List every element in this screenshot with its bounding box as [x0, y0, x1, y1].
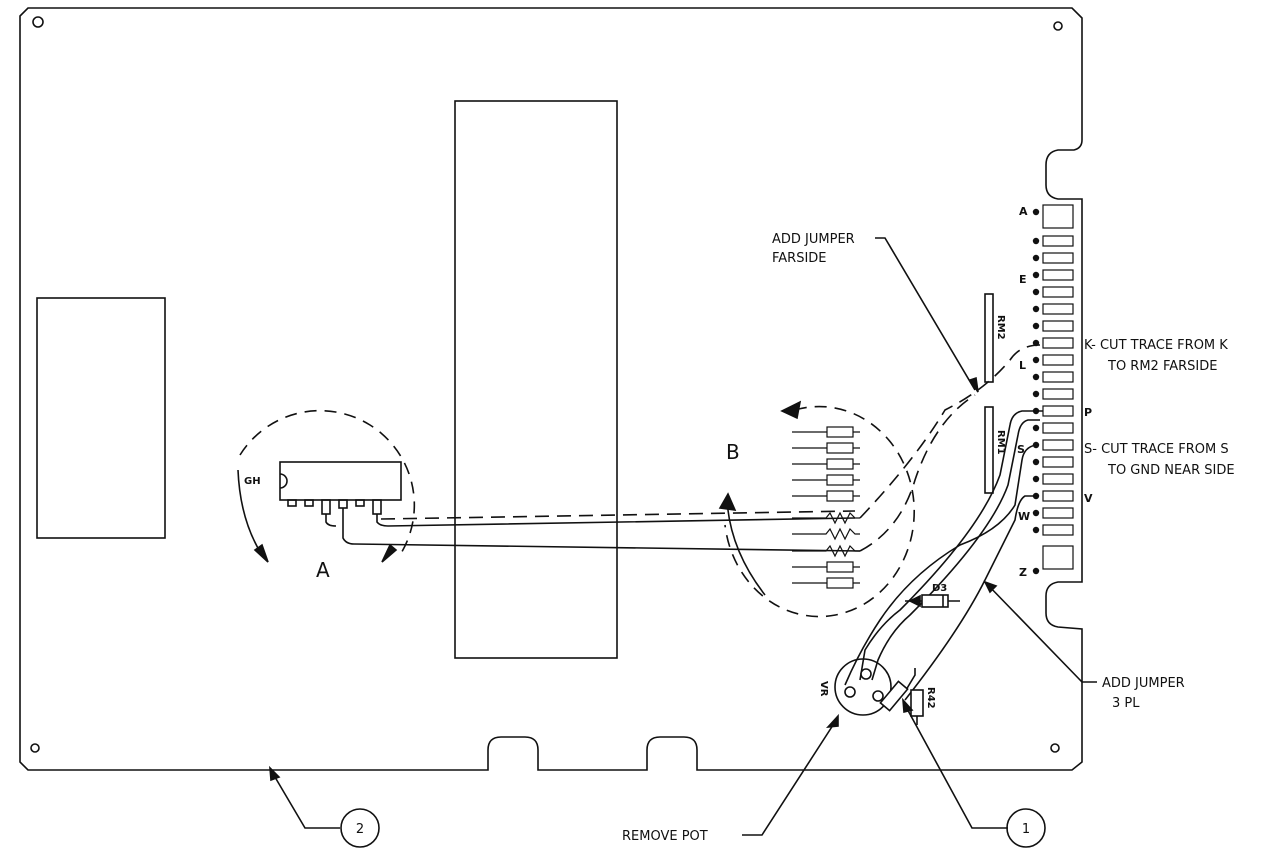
trace-p-inner — [871, 419, 1040, 681]
edge-connector-dots — [1032, 208, 1040, 575]
pin-label-v: V — [1084, 492, 1093, 505]
vr-pot-pin-3 — [872, 690, 884, 702]
wire-lower — [342, 508, 861, 552]
label-rm2: RM2 — [995, 315, 1006, 340]
label-rm1: RM1 — [995, 430, 1006, 455]
ic-gh-body — [279, 461, 402, 501]
leader-add-jumper-farside — [875, 237, 976, 391]
edge-connector — [1042, 204, 1074, 570]
d3-body — [921, 594, 949, 608]
balloon-1-label: 1 — [1022, 822, 1030, 837]
pin-label-p: P — [1084, 406, 1092, 419]
label-vr: VR — [818, 681, 829, 697]
callout-add-jumper-farside-line2: FARSIDE — [772, 251, 827, 266]
wire-upper-stub — [325, 514, 337, 527]
detail-b-arrowhead-top — [780, 400, 802, 420]
pin-label-e: E — [1019, 273, 1027, 286]
mounting-hole-br — [1050, 743, 1060, 753]
detail-b-arrow-left — [726, 499, 766, 596]
callout-cut-trace-s-line2: TO GND NEAR SIDE — [1107, 463, 1235, 478]
r42-body — [910, 689, 924, 717]
mounting-hole-bl — [30, 743, 40, 753]
leader-balloon-2-arrow — [269, 765, 281, 782]
detail-a-arrowhead-left — [253, 543, 269, 563]
leader-balloon-1 — [904, 704, 1008, 829]
leader-add-jumper-farside-arrow — [968, 376, 979, 393]
board-outline — [19, 7, 1083, 771]
callout-cut-trace-s-line1: S- CUT TRACE FROM S — [1084, 442, 1229, 457]
resistor-array-b — [792, 426, 860, 589]
leader-remove-pot-arrow — [826, 713, 839, 729]
callout-add-jumper-3pl-line2: 3 PL — [1112, 696, 1140, 711]
ic-gh-pins — [287, 499, 382, 515]
wire-upper — [376, 514, 856, 527]
jumper-farside-dashed-2 — [859, 394, 976, 552]
balloon-1-circle — [1006, 808, 1046, 848]
leader-balloon-1-arrow — [902, 697, 914, 714]
balloon-2-label: 2 — [356, 822, 364, 837]
leader-balloon-2 — [271, 771, 340, 829]
detail-label-a: A — [316, 558, 330, 582]
balloon-2-circle — [340, 808, 380, 848]
detail-b-arrowhead-left — [718, 492, 737, 511]
component-block-left — [36, 297, 166, 539]
pin-label-z: Z — [1019, 566, 1027, 579]
detail-label-b: B — [726, 440, 740, 464]
wire-upper-dashed — [380, 510, 856, 520]
label-d3: D3 — [932, 583, 947, 594]
pin-label-w: W — [1018, 510, 1030, 523]
rm1-body — [984, 406, 994, 494]
detail-b-circle — [724, 405, 915, 618]
leader-add-jumper-3pl — [984, 581, 1097, 683]
leader-remove-pot — [742, 721, 836, 836]
callout-add-jumper-3pl-line1: ADD JUMPER — [1102, 676, 1185, 691]
leader-add-jumper-3pl-arrow — [983, 580, 998, 594]
detail-a-arrowhead-right — [381, 543, 398, 563]
pin-label-l: L — [1019, 359, 1026, 372]
callout-cut-trace-k-line1: K- CUT TRACE FROM K — [1084, 338, 1228, 353]
callout-add-jumper-farside-line1: ADD JUMPER — [772, 232, 855, 247]
jumper-farside-dashed — [859, 344, 1041, 519]
rm2-body — [984, 293, 994, 383]
pin-label-s: S — [1017, 443, 1025, 456]
label-r42: R42 — [925, 687, 936, 709]
detail-a-circle — [239, 409, 416, 556]
callout-remove-pot: REMOVE POT — [622, 829, 708, 844]
trace-v — [904, 495, 1036, 701]
trace-s — [844, 444, 1037, 686]
label-ic-gh: GH — [244, 476, 261, 487]
r42-body-angled — [879, 680, 909, 712]
d3-arrow — [908, 594, 921, 608]
pin-label-a: A — [1019, 205, 1028, 218]
vr-pot-body — [834, 658, 892, 716]
vr-pot-pin-2 — [860, 668, 872, 680]
mounting-hole-tl — [32, 16, 44, 28]
component-block-center — [454, 100, 618, 659]
trace-p-outer — [859, 410, 1043, 681]
ic-gh-notch — [279, 473, 288, 489]
mounting-hole-tr — [1053, 21, 1063, 31]
vr-pot-pin-1 — [844, 686, 856, 698]
callout-cut-trace-k-line2: TO RM2 FARSIDE — [1107, 359, 1217, 374]
